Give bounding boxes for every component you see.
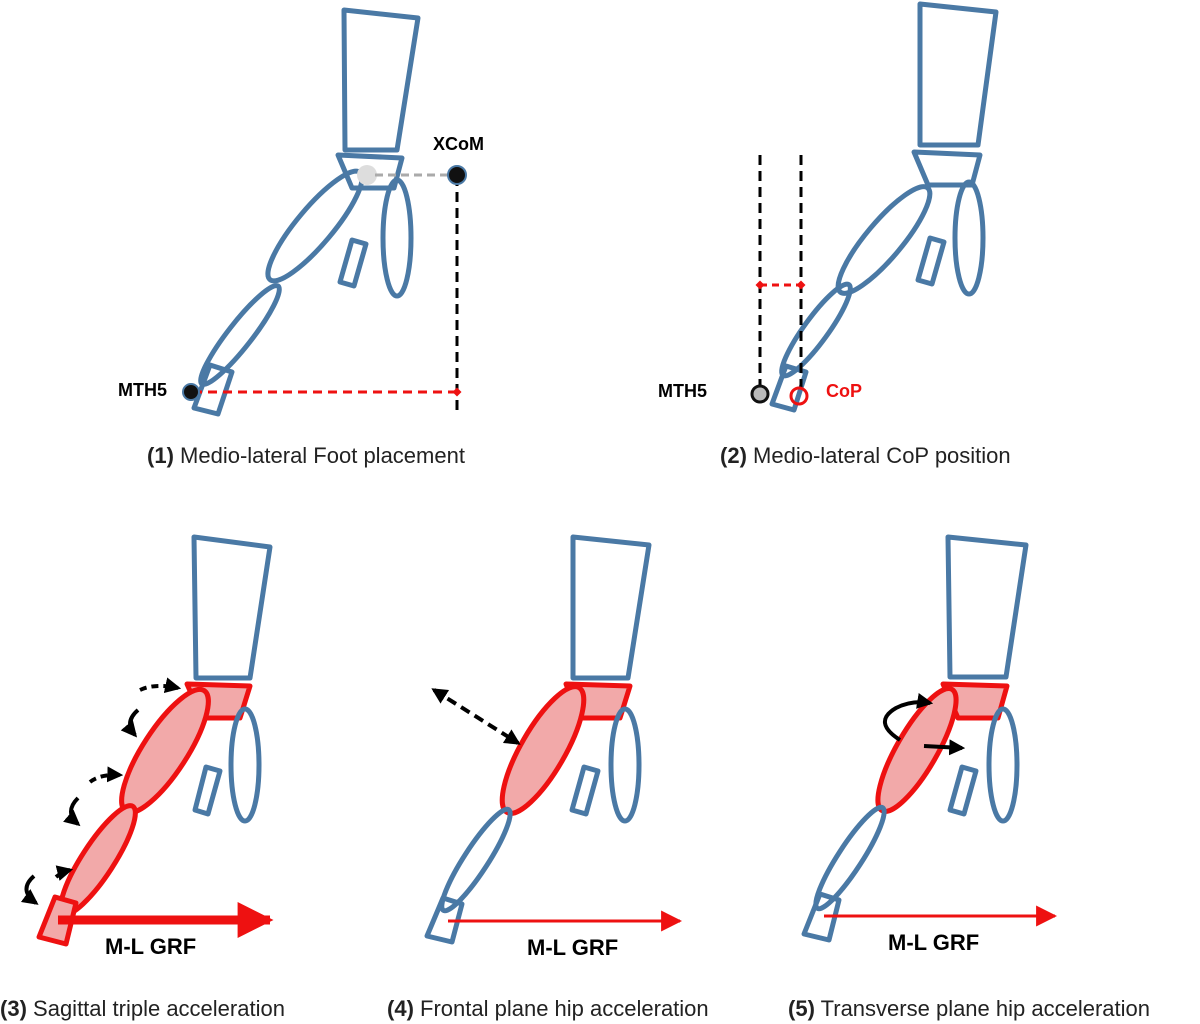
torso <box>945 534 1029 680</box>
leg-figure <box>191 7 421 417</box>
knee-curl-arrow <box>63 796 81 827</box>
hip-frontal-acceleration-arrow <box>431 688 521 745</box>
torso <box>570 534 652 681</box>
panel-5: M-L GRF (5) Transverse plane hip acceler… <box>788 534 1150 1021</box>
leg-figure <box>424 534 652 945</box>
shank <box>439 806 513 914</box>
thigh <box>835 184 933 296</box>
swing-foot <box>569 764 601 817</box>
mth5-marker <box>750 384 770 404</box>
swing-foot <box>947 764 979 817</box>
caption-text: Sagittal triple acceleration <box>33 996 285 1021</box>
caption-5: (5) Transverse plane hip acceleration <box>788 996 1150 1021</box>
thigh-highlight <box>499 684 587 816</box>
hip-curl-arrow <box>120 708 140 738</box>
panel-1: XCoM MTH5 (1) Medio-lateral Foot placeme… <box>118 7 484 468</box>
mth5-label: MTH5 <box>118 380 167 400</box>
hip-transverse-acceleration-arrows <box>883 693 966 756</box>
caption-2: (2) Medio-lateral CoP position <box>720 443 1011 468</box>
panel-2: MTH5 CoP (2) Medio-lateral CoP position <box>658 1 1011 468</box>
leg-figure <box>36 534 273 947</box>
grf-label: M-L GRF <box>527 935 618 960</box>
cop-marker <box>789 386 809 406</box>
caption-text: Transverse plane hip acceleration <box>821 996 1150 1021</box>
ankle-curl-arrow <box>20 874 39 905</box>
swing-foot <box>915 235 947 287</box>
swing-thigh <box>380 177 414 299</box>
foot <box>801 891 842 943</box>
torso <box>191 534 273 681</box>
panel-4: M-L GRF (4) Frontal plane hip accelerati… <box>387 534 709 1021</box>
caption-text: Frontal plane hip acceleration <box>420 996 709 1021</box>
mth5-label: MTH5 <box>658 381 707 401</box>
hip-rotation-arrow <box>139 677 182 694</box>
leg-figure <box>801 534 1029 943</box>
knee-rotation-arrow <box>88 766 124 784</box>
swing-foot <box>337 237 369 289</box>
thigh-highlight <box>119 686 211 816</box>
hip-shadow <box>357 165 377 185</box>
grf-label: M-L GRF <box>888 930 979 955</box>
torso <box>917 1 999 148</box>
swing-thigh <box>608 706 642 824</box>
caption-number: 4 <box>394 996 407 1021</box>
swing-foot <box>192 764 223 817</box>
caption-3: (3) Sagittal triple acceleration <box>0 996 285 1021</box>
caption-number: 1 <box>154 443 166 468</box>
swing-thigh <box>228 706 262 824</box>
caption-4: (4) Frontal plane hip acceleration <box>387 996 709 1021</box>
caption-number: 3 <box>7 996 19 1021</box>
shank <box>813 804 887 912</box>
ankle-rotation-arrow <box>54 865 74 881</box>
cop-label: CoP <box>826 381 862 401</box>
leg-figure <box>769 1 999 413</box>
foot <box>769 363 809 413</box>
caption-text: Medio-lateral CoP position <box>753 443 1011 468</box>
rotation-arc-arrow <box>883 693 934 742</box>
panel-3: M-L GRF (3) Sagittal triple acceleration <box>0 534 285 1021</box>
foot <box>424 895 465 945</box>
mth5-marker <box>182 383 200 401</box>
caption-number: 5 <box>795 996 807 1021</box>
torso <box>341 7 421 153</box>
swing-thigh <box>986 706 1020 824</box>
foot <box>191 362 235 417</box>
xcom-label: XCoM <box>433 134 484 154</box>
grf-label: M-L GRF <box>105 934 196 959</box>
lateral-arrow <box>923 739 966 756</box>
caption-1: (1) Medio-lateral Foot placement <box>147 443 465 468</box>
foot-highlight <box>36 894 79 947</box>
xcom-marker <box>447 165 467 185</box>
pelvis <box>335 152 405 191</box>
swing-thigh <box>952 179 986 297</box>
joint-acceleration-arrows <box>20 677 182 905</box>
caption-text: Medio-lateral Foot placement <box>180 443 465 468</box>
caption-number: 2 <box>727 443 739 468</box>
